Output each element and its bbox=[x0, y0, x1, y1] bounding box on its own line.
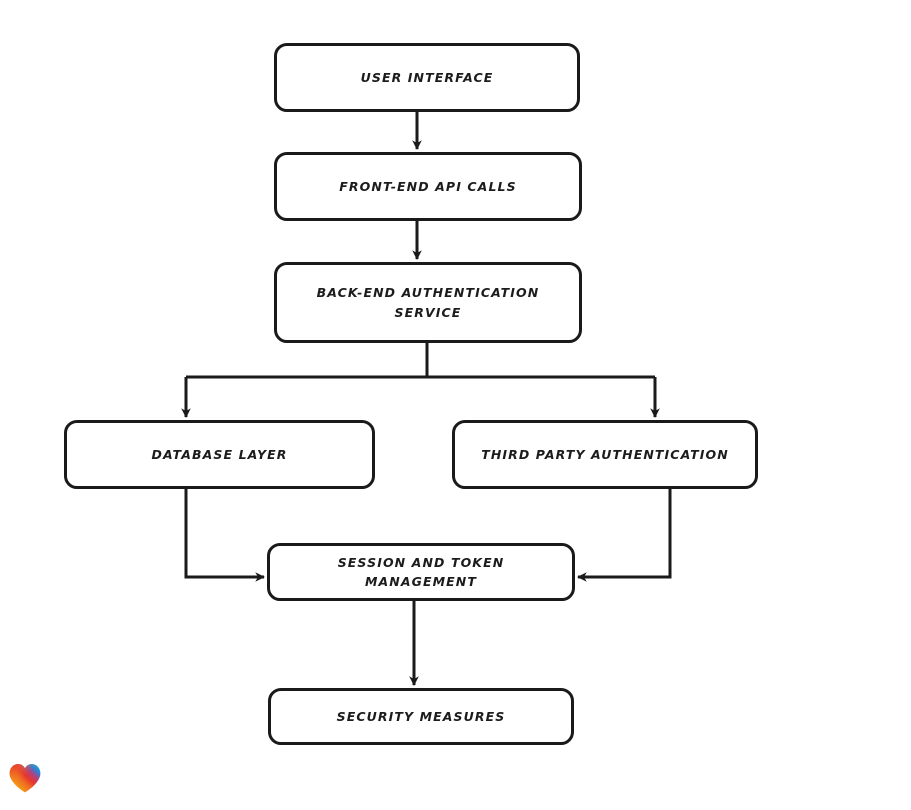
node-security-measures[interactable]: Security Measures bbox=[268, 688, 574, 745]
node-third-party-authentication-label: Third Party Authentication bbox=[481, 446, 729, 462]
node-database-layer[interactable]: Database Layer bbox=[64, 420, 375, 489]
edge-thirdparty-to-session bbox=[576, 489, 672, 582]
heart-icon bbox=[9, 764, 41, 793]
node-frontend-api-calls-label: Front-End API Calls bbox=[339, 178, 517, 194]
node-backend-authentication-service[interactable]: Back-End Authentication Service bbox=[274, 262, 582, 343]
node-user-interface[interactable]: User Interface bbox=[274, 43, 580, 112]
node-database-layer-label: Database Layer bbox=[151, 446, 288, 462]
node-user-interface-label: User Interface bbox=[360, 69, 494, 85]
edge-database-to-session bbox=[184, 489, 266, 582]
node-security-measures-label: Security Measures bbox=[336, 708, 506, 724]
node-session-and-token-management[interactable]: Session and Token Management bbox=[267, 543, 575, 601]
node-session-and-token-management-label: Session and Token Management bbox=[337, 554, 505, 589]
node-backend-authentication-service-label: Back-End Authentication Service bbox=[316, 285, 540, 320]
node-third-party-authentication[interactable]: Third Party Authentication bbox=[452, 420, 758, 489]
node-frontend-api-calls[interactable]: Front-End API Calls bbox=[274, 152, 582, 221]
